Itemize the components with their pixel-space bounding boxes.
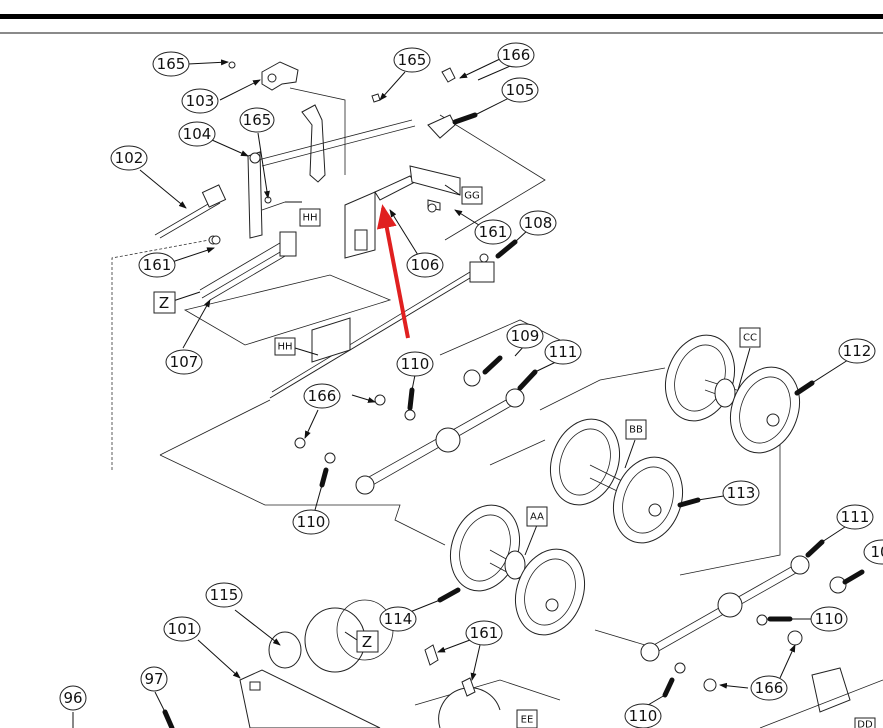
callout-110-upper: 110 bbox=[396, 351, 434, 377]
svg-text:EE: EE bbox=[521, 715, 534, 726]
svg-text:165: 165 bbox=[157, 55, 186, 73]
ref-box-gg: GG bbox=[461, 186, 483, 205]
svg-text:113: 113 bbox=[727, 484, 756, 502]
svg-text:165: 165 bbox=[243, 111, 272, 129]
svg-text:112: 112 bbox=[843, 342, 872, 360]
callout-166-top: 166 bbox=[497, 42, 535, 68]
springs bbox=[162, 112, 865, 728]
svg-text:166: 166 bbox=[308, 387, 337, 405]
svg-text:104: 104 bbox=[183, 125, 212, 143]
callout-105: 105 bbox=[501, 77, 539, 103]
svg-text:111: 111 bbox=[549, 343, 578, 361]
ref-box-hh-upper: HH bbox=[299, 208, 321, 227]
callout-104: 104 bbox=[178, 121, 216, 147]
svg-text:GG: GG bbox=[464, 191, 480, 202]
callout-165-lever: 165 bbox=[239, 107, 275, 133]
callout-161-left: 161 bbox=[138, 252, 176, 278]
callout-114: 114 bbox=[379, 606, 417, 632]
header-rule-thick bbox=[0, 14, 883, 19]
callout-110-left: 110 bbox=[292, 509, 330, 535]
svg-text:110: 110 bbox=[815, 610, 844, 628]
ref-box-bb: BB bbox=[625, 419, 647, 440]
assembly-guides bbox=[111, 87, 781, 706]
wheelset-cc bbox=[665, 334, 800, 454]
callout-110-right: 110 bbox=[810, 606, 848, 632]
ref-box-cc: CC bbox=[739, 327, 761, 348]
lever-assembly bbox=[154, 61, 456, 239]
callout-108: 108 bbox=[519, 210, 557, 236]
callout-110-bottom: 110 bbox=[624, 703, 662, 728]
svg-text:BB: BB bbox=[629, 425, 643, 436]
svg-text:CC: CC bbox=[743, 333, 757, 344]
svg-text:110: 110 bbox=[297, 513, 326, 531]
svg-text:110: 110 bbox=[629, 707, 658, 725]
callout-97: 97 bbox=[140, 666, 168, 692]
callout-96: 96 bbox=[59, 685, 87, 711]
coupling-rod-right bbox=[640, 555, 847, 692]
ref-box-hh-lower: HH bbox=[274, 337, 296, 356]
callout-115: 115 bbox=[205, 582, 243, 608]
svg-text:96: 96 bbox=[63, 689, 82, 707]
svg-text:Z: Z bbox=[362, 633, 372, 651]
svg-text:HH: HH bbox=[302, 213, 317, 224]
callout-161-mid: 161 bbox=[474, 219, 512, 245]
svg-text:161: 161 bbox=[470, 624, 499, 642]
red-annotation-arrow bbox=[376, 204, 410, 339]
svg-text:105: 105 bbox=[506, 81, 535, 99]
callout-10x-edge: 10 bbox=[863, 539, 883, 565]
svg-text:102: 102 bbox=[115, 149, 144, 167]
svg-text:115: 115 bbox=[210, 586, 239, 604]
callout-112: 112 bbox=[838, 338, 876, 364]
slider-block-106 bbox=[344, 165, 461, 259]
svg-text:109: 109 bbox=[511, 327, 540, 345]
callout-166-left: 166 bbox=[303, 383, 341, 409]
svg-text:166: 166 bbox=[502, 46, 531, 64]
svg-text:103: 103 bbox=[186, 92, 215, 110]
callout-106: 106 bbox=[406, 252, 444, 278]
callout-111-lower: 111 bbox=[836, 504, 874, 530]
callout-107: 107 bbox=[165, 349, 203, 375]
frame-assembly bbox=[211, 203, 883, 728]
callout-109: 109 bbox=[506, 323, 544, 349]
ref-box-z-bottom: Z bbox=[356, 630, 379, 653]
svg-text:97: 97 bbox=[144, 670, 163, 688]
callout-102: 102 bbox=[110, 145, 148, 171]
svg-text:Z: Z bbox=[159, 294, 169, 312]
ref-box-dd: DD bbox=[854, 717, 876, 728]
callout-113: 113 bbox=[722, 480, 760, 506]
callout-leaders bbox=[72, 57, 849, 728]
svg-text:114: 114 bbox=[384, 610, 413, 628]
svg-text:HH: HH bbox=[277, 342, 292, 353]
callout-165-top-mid: 165 bbox=[393, 47, 431, 73]
callout-101: 101 bbox=[163, 616, 201, 642]
callout-111-upper: 111 bbox=[544, 339, 582, 365]
wheelset-aa bbox=[450, 504, 585, 636]
svg-text:161: 161 bbox=[143, 256, 172, 274]
svg-text:AA: AA bbox=[530, 512, 544, 523]
coupling-rod-left bbox=[294, 369, 525, 495]
svg-text:111: 111 bbox=[841, 508, 870, 526]
svg-text:107: 107 bbox=[170, 353, 199, 371]
svg-text:165: 165 bbox=[398, 51, 427, 69]
svg-text:DD: DD bbox=[857, 720, 873, 728]
ref-box-aa: AA bbox=[526, 506, 548, 527]
svg-text:108: 108 bbox=[524, 214, 553, 232]
rod-assembly bbox=[199, 231, 495, 399]
header-rule-thin bbox=[0, 32, 883, 34]
svg-text:161: 161 bbox=[479, 223, 508, 241]
callout-165-top-left: 165 bbox=[152, 51, 190, 77]
svg-text:101: 101 bbox=[168, 620, 197, 638]
svg-text:166: 166 bbox=[755, 679, 784, 697]
callout-103: 103 bbox=[181, 88, 219, 114]
ref-box-ee: EE bbox=[516, 709, 538, 728]
svg-text:10: 10 bbox=[870, 543, 883, 561]
callout-161-bottom: 161 bbox=[465, 620, 503, 646]
svg-text:106: 106 bbox=[411, 256, 440, 274]
wheelset-bb bbox=[550, 418, 683, 544]
callout-166-right: 166 bbox=[750, 675, 788, 701]
ref-box-z-left: Z bbox=[153, 291, 176, 314]
svg-text:110: 110 bbox=[401, 355, 430, 373]
